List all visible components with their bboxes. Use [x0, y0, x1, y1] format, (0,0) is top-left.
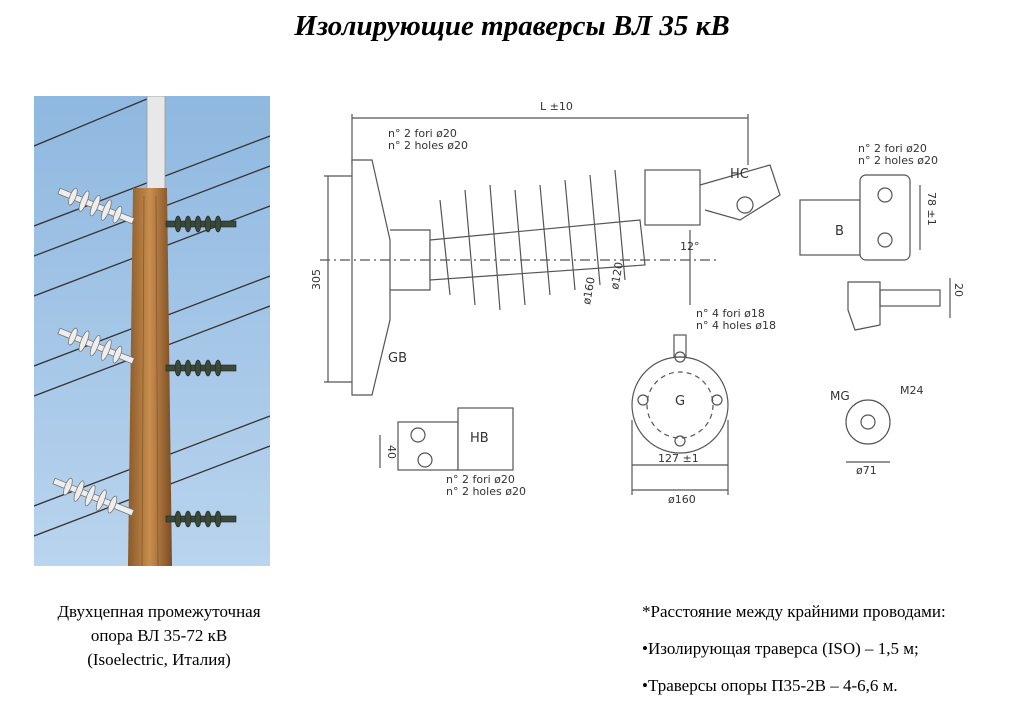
b-label: B [835, 224, 844, 239]
notes-line: •Изолирующая траверса (ISO) – 1,5 м; [642, 639, 919, 658]
fori-b-label-1: n° 2 fori ø20 [858, 142, 927, 155]
dim-d160-label: ø160 [580, 276, 598, 306]
fori-top-label-1: n° 2 fori ø20 [388, 127, 457, 140]
dim-g160-label: ø160 [668, 493, 696, 506]
mg-label: MG [830, 389, 850, 403]
fori-b-label-2: n° 2 holes ø20 [858, 154, 938, 167]
dim-78-label: 78 ±1 [925, 192, 938, 226]
photo-caption-line: (Isoelectric, Италия) [87, 650, 231, 669]
dim-71-label: ø71 [856, 464, 877, 477]
insulator-drawing: L ±10 n° 2 fori ø20 n° 2 holes ø20 HC GB… [310, 100, 965, 506]
hb-label: HB [470, 431, 489, 446]
photo-caption-line: опора ВЛ 35-72 кВ [90, 626, 228, 645]
fori-hb-label-1: n° 2 fori ø20 [446, 473, 515, 486]
dim-40-label: 40 [385, 445, 398, 459]
dim-20-label: 20 [952, 283, 965, 297]
page-title: Изолирующие траверсы ВЛ 35 кВ [294, 10, 730, 42]
dim-127-label: 127 ±1 [658, 452, 699, 465]
dim-l-label: L ±10 [540, 100, 573, 113]
dim-d120-label: ø120 [608, 261, 626, 291]
gb-label: GB [388, 351, 407, 366]
fori-hb-label-2: n° 2 holes ø20 [446, 485, 526, 498]
dim-305-label: 305 [310, 269, 323, 290]
photo-caption: Двухцепная промежуточная опора ВЛ 35-72 … [14, 600, 304, 672]
pole-photo [34, 96, 270, 566]
fori18-label-2: n° 4 holes ø18 [696, 319, 776, 332]
fori-top-label-2: n° 2 holes ø20 [388, 139, 468, 152]
fori18-label-1: n° 4 fori ø18 [696, 307, 765, 320]
dim-12-label: 12° [680, 240, 700, 253]
notes-block: *Расстояние между крайними проводами: •И… [642, 600, 1022, 711]
m24-label: M24 [900, 384, 924, 397]
g-label: G [675, 394, 685, 409]
notes-line: •Траверсы опоры П35-2В – 4-6,6 м. [642, 676, 898, 695]
notes-line: *Расстояние между крайними проводами: [642, 602, 946, 621]
photo-caption-line: Двухцепная промежуточная [57, 602, 261, 621]
hc-label: HC [730, 167, 749, 182]
